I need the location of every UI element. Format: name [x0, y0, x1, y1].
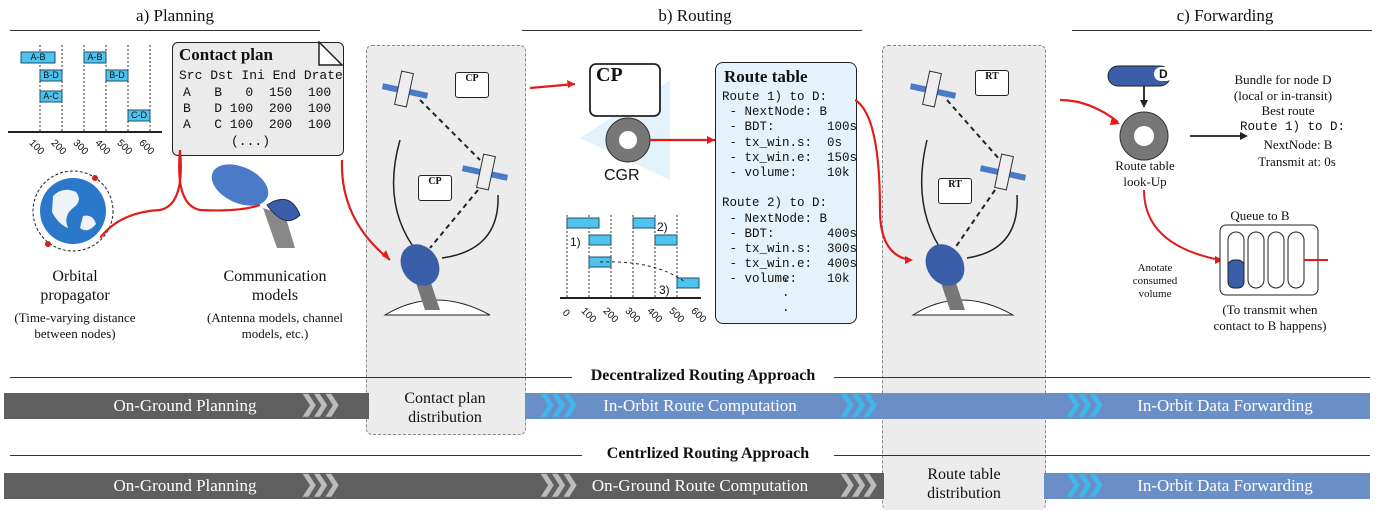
- chevron-icon: ❯❯❯: [1064, 391, 1105, 416]
- route-table-entries: Route 1) to D: - NextNode: B - BDT: 100s…: [722, 90, 858, 287]
- orbital-propagator-desc: (Time-varying distance between nodes): [14, 310, 136, 341]
- contact-plan-row: B D 100 200 100: [183, 101, 332, 116]
- section-title-forwarding: c) Forwarding: [1176, 6, 1274, 25]
- forwarding-diagram: [1060, 65, 1328, 296]
- band-segment: [4, 473, 884, 499]
- route-table-distribution-diagram: [855, 70, 1027, 316]
- tick-label: 200: [600, 305, 621, 326]
- cen-band-label: Route table distribution: [927, 466, 1001, 502]
- globe-icon: [32, 170, 114, 252]
- band-segment: [4, 393, 369, 419]
- cgr-engine: [529, 63, 715, 180]
- tick-label: 0: [559, 307, 572, 320]
- chevron-icon: ❯❯❯: [300, 391, 341, 416]
- cen-band-label: In-Orbit Data Forwarding: [1137, 476, 1313, 495]
- bundle-destination-label: D: [1154, 67, 1173, 81]
- contact-label: B-D: [109, 70, 125, 80]
- band-segment: [525, 393, 1370, 419]
- tick-label: 400: [644, 305, 665, 326]
- cp-doc-icon: CP: [418, 175, 452, 201]
- dec-band-label: On-Ground Planning: [113, 396, 257, 415]
- contact-plan-ellipsis: (...): [231, 134, 271, 149]
- tick-label: 300: [622, 305, 643, 326]
- tick-label: 100: [578, 305, 599, 326]
- tick-label: 500: [666, 305, 687, 326]
- route-gantt: [560, 215, 701, 299]
- cp-big-label: CP: [596, 64, 623, 86]
- route-label: 2): [657, 220, 668, 234]
- contact-label: A-C: [43, 91, 59, 101]
- chevron-icon: ❯❯❯: [538, 391, 579, 416]
- best-route-label: Best route: [1261, 103, 1315, 118]
- contact-label: B-D: [43, 70, 59, 80]
- contact-plan-row: A B 0 150 100: [183, 85, 332, 100]
- rt-doc-icon: RT: [938, 178, 972, 204]
- centralized-title: Centrlized Routing Approach: [582, 445, 834, 463]
- contact-label: C-D: [131, 110, 147, 120]
- cen-band-label: On-Ground Planning: [113, 476, 257, 495]
- tick-label: 600: [688, 305, 709, 326]
- cp-doc-icon: CP: [455, 72, 489, 98]
- orbital-propagator-title: Orbital propagator: [40, 268, 110, 304]
- section-title-planning: a) Planning: [136, 6, 214, 25]
- dec-band-label: In-Orbit Data Forwarding: [1137, 396, 1313, 415]
- dec-band-label: Contact plan distribution: [404, 390, 486, 426]
- planning-connector: [100, 150, 261, 239]
- cen-band-label: On-Ground Route Computation: [591, 476, 809, 495]
- communication-models-desc: (Antenna models, channel models, etc.): [206, 310, 344, 341]
- route-label: 1): [570, 235, 581, 249]
- contact-plan-distribution-diagram: [340, 70, 509, 316]
- chevron-icon: ❯❯❯: [838, 391, 879, 416]
- chevron-icon: ❯❯❯: [538, 471, 579, 496]
- contact-label: A-B: [87, 52, 103, 62]
- transmit-time-value: Transmit at: 0s: [1258, 154, 1336, 169]
- annotate-label: Anotate consumed volume: [1132, 262, 1178, 300]
- bundle-description: Bundle for node D (local or in-transit): [1233, 72, 1333, 103]
- dec-band-label: In-Orbit Route Computation: [603, 396, 797, 415]
- route-label: 3): [659, 283, 670, 297]
- decentralized-title: Decentralized Routing Approach: [572, 367, 834, 385]
- antenna-icon: [211, 164, 301, 248]
- best-route-value: Route 1) to D:: [1240, 120, 1346, 134]
- next-node-value: NextNode: B: [1263, 137, 1333, 152]
- route-table-title: Route table: [724, 67, 808, 86]
- contact-plan-header: Src Dst Ini End Drate: [179, 68, 343, 83]
- chevron-icon: ❯❯❯: [838, 471, 879, 496]
- cgr-label: CGR: [604, 167, 640, 184]
- chevron-icon: ❯❯❯: [300, 471, 341, 496]
- section-title-routing: b) Routing: [658, 6, 732, 25]
- section-rule: [1072, 30, 1372, 31]
- contact-label: A-B: [30, 52, 46, 62]
- page-corner-icon: [318, 41, 344, 66]
- contact-plan-title: Contact plan: [179, 45, 273, 64]
- contact-plan-distribution-column: [366, 45, 526, 435]
- communication-models-title: Communication models: [223, 268, 327, 304]
- contact-plan-row: A C 100 200 100: [183, 117, 332, 132]
- to-transmit-label: (To transmit when contact to B happens): [1213, 302, 1327, 333]
- section-rule: [10, 30, 320, 31]
- rt-doc-icon: RT: [975, 70, 1009, 96]
- chevron-icon: ❯❯❯: [1064, 471, 1105, 496]
- lookup-label: Route table look-Up: [1115, 158, 1175, 189]
- queue-label: Queue to B: [1230, 208, 1290, 223]
- section-rule: [522, 30, 862, 31]
- band-segment: [1044, 473, 1370, 499]
- contact-plan-box: Contact plan Src Dst Ini End Drate A B 0…: [172, 42, 344, 156]
- route-table-more: . . .: [782, 271, 790, 316]
- route-table-box: Route table Route 1) to D: - NextNode: B…: [715, 62, 857, 324]
- contact-timeline: [8, 45, 162, 133]
- route-table-distribution-column: [882, 45, 1046, 510]
